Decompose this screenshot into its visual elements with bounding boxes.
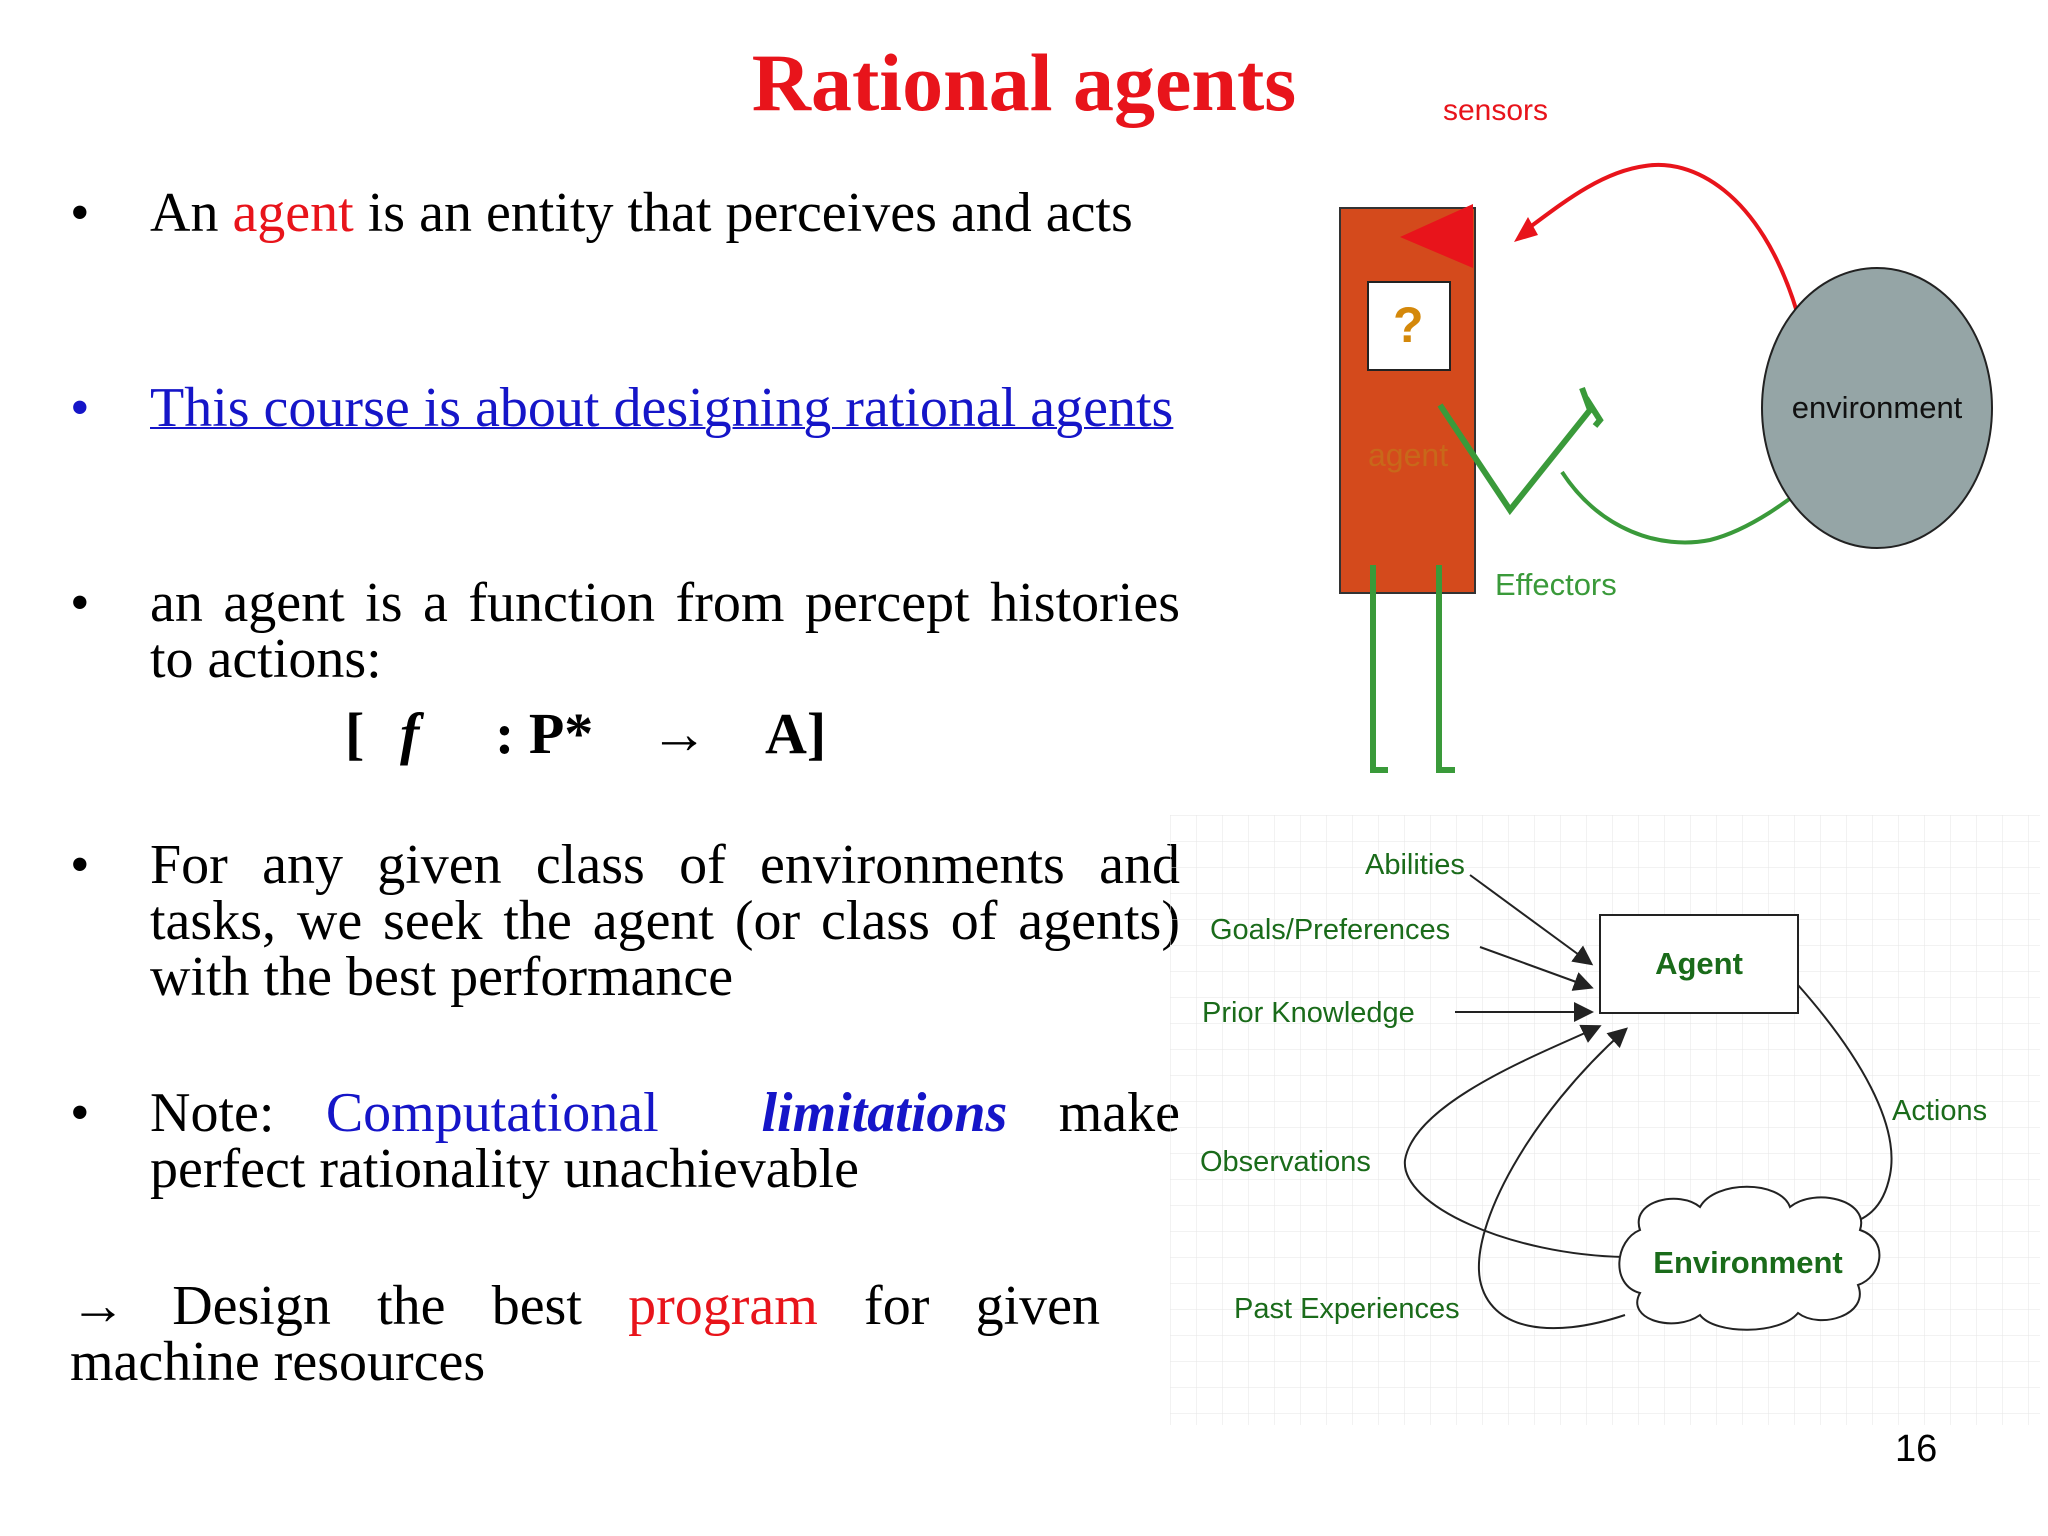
sensor-icon <box>1400 204 1473 268</box>
bullet-agent-definition: • An agent is an entity that perceives a… <box>70 182 1133 244</box>
bullet-marker: • <box>70 572 90 634</box>
formula-f: f <box>400 701 420 766</box>
environment-cloud <box>1618 1185 1881 1331</box>
observations-arrow <box>1403 1024 1626 1258</box>
agent-leg-right <box>1436 565 1455 773</box>
question-mark: ? <box>1393 297 1424 353</box>
goals-arrow <box>1479 946 1594 991</box>
past-experiences-arrow <box>1477 1027 1628 1330</box>
agent-label: agent <box>1368 437 1448 473</box>
effector-arrow <box>1560 470 1822 545</box>
bullet-course-link[interactable]: • This course is about designing rationa… <box>70 380 1180 436</box>
bullet-marker: • <box>70 834 90 896</box>
effector-arm <box>1437 386 1604 516</box>
environment-cloud-label: Environment <box>1653 1245 1842 1280</box>
environment-label: environment <box>1792 390 1963 425</box>
bullet-marker: • <box>70 377 90 439</box>
agent-box <box>1599 914 1799 1014</box>
bullet-best-performance: • For any given class of environments an… <box>70 834 1180 1008</box>
agent-function-formula: [ f : P* → A] <box>345 701 827 766</box>
bullet-marker: • <box>70 1082 90 1144</box>
conclusion-arrow: → <box>70 1275 126 1337</box>
goals-label: Goals/Preferences <box>1210 914 1450 946</box>
bullet-agent-function: • an agent is a function from percept hi… <box>70 572 1180 690</box>
conclusion-line: → Design the best program for given mach… <box>70 1275 1100 1393</box>
term-computational: Computational <box>325 1082 659 1144</box>
term-program: program <box>628 1275 818 1337</box>
formula-arrow: → <box>650 701 708 766</box>
agent-leg-left <box>1370 565 1388 773</box>
question-box <box>1367 281 1451 371</box>
actions-arrow <box>1797 984 1893 1231</box>
environment-node <box>1761 267 1993 549</box>
agent-box-label: Agent <box>1655 946 1743 981</box>
observations-label: Observations <box>1200 1146 1371 1178</box>
agent-body <box>1339 207 1476 594</box>
slide-title: Rational agents <box>751 37 1297 128</box>
course-link[interactable]: This course is about designing rational … <box>150 377 1174 439</box>
term-agent: agent <box>232 182 354 244</box>
agent-environment-diagram: ? agent sensors Effectors environment <box>1339 94 1993 773</box>
sensor-arrow <box>1520 162 1799 313</box>
abilities-arrow <box>1469 874 1594 966</box>
past-experiences-label: Past Experiences <box>1234 1293 1460 1325</box>
prior-knowledge-label: Prior Knowledge <box>1202 997 1415 1029</box>
effectors-label: Effectors <box>1495 567 1617 602</box>
page-number: 16 <box>1895 1428 1938 1470</box>
agent-inputs-diagram: Agent Abilities Goals/Preferences Prior … <box>1170 815 2040 1425</box>
abilities-label: Abilities <box>1365 849 1465 881</box>
sensors-label: sensors <box>1443 94 1548 127</box>
bullet-note-limitations: • Note: Computational limitations make p… <box>70 1082 1180 1200</box>
bullet-marker: • <box>70 182 90 244</box>
actions-label: Actions <box>1892 1095 1987 1127</box>
term-limitations: limitations <box>761 1082 1008 1144</box>
